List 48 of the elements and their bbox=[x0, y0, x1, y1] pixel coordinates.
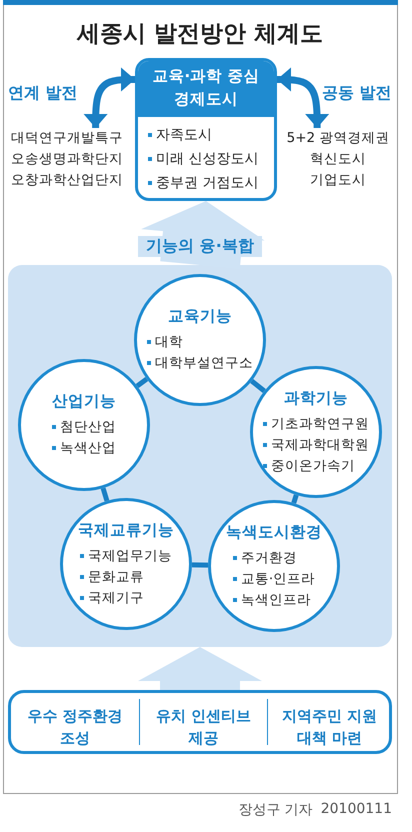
policy-box bbox=[8, 690, 392, 754]
edge-label: 공동 발전 bbox=[322, 83, 392, 104]
list-item: 교통·인프라 bbox=[232, 568, 316, 590]
card-heading: 교육·과학 중심 경제도시 bbox=[138, 61, 274, 117]
double-arrow bbox=[84, 67, 135, 128]
double-arrow bbox=[277, 67, 330, 128]
place-name: 5+2 광역경제권 bbox=[286, 129, 390, 148]
block-arrow bbox=[138, 647, 262, 690]
connector-line bbox=[136, 377, 148, 388]
list-item: 자족도시 bbox=[148, 123, 274, 147]
connector-line bbox=[192, 562, 208, 568]
list-item: 기초과학연구원 bbox=[263, 414, 369, 434]
function-panel bbox=[8, 265, 392, 647]
city-card bbox=[135, 58, 277, 201]
place-name: 혁신도시 bbox=[309, 150, 367, 169]
edge-label: 연계 발전 bbox=[8, 83, 78, 104]
list-item: 중이온가속기 bbox=[263, 456, 369, 476]
place-name: 오창과학산업단지 bbox=[10, 171, 124, 190]
circle-heading: 과학기능 bbox=[284, 388, 348, 408]
connector-line bbox=[291, 494, 299, 504]
list-item: 첨단산업 bbox=[52, 417, 116, 438]
list-item: 녹색산업 bbox=[52, 438, 116, 459]
place-name: 기업도시 bbox=[309, 171, 367, 190]
circle-heading: 녹색도시환경 bbox=[226, 522, 322, 542]
list-item: 대학부설연구소 bbox=[147, 353, 253, 374]
list-item: 녹색인프라 bbox=[232, 590, 316, 610]
title: 세종시 발전방안 체계도 bbox=[76, 20, 324, 49]
list-item: 대학 bbox=[147, 332, 253, 353]
credit-text: 20100111 bbox=[320, 801, 392, 819]
connector-line bbox=[250, 379, 266, 393]
list-item: 국제기구 bbox=[80, 588, 172, 608]
list-item: 주거환경 bbox=[232, 548, 316, 568]
policy-item: 지역주민 지원 대책 마련 bbox=[267, 699, 391, 745]
credit-text: 장성구 기자 bbox=[238, 801, 313, 819]
circle-heading: 산업기능 bbox=[52, 391, 116, 412]
policy-item: 유치 인센티브 제공 bbox=[139, 699, 267, 745]
list-item: 국제업무기능 bbox=[80, 546, 172, 566]
list-item: 미래 신성장도시 bbox=[148, 147, 274, 171]
list-item: 중부권 거점도시 bbox=[148, 171, 274, 195]
list-item: 문화교류 bbox=[80, 566, 172, 588]
edge-label: 기능의 융·복합 bbox=[138, 236, 262, 257]
place-name: 대덕연구개발특구 bbox=[10, 129, 124, 148]
circle-heading: 교육기능 bbox=[168, 306, 232, 327]
list-item: 국제과학대학원 bbox=[263, 434, 369, 456]
circle-heading: 국제교류기능 bbox=[78, 520, 174, 540]
place-name: 오송생명과학단지 bbox=[10, 150, 124, 169]
connector-line bbox=[100, 487, 110, 502]
policy-item: 우수 정주환경 조성 bbox=[11, 699, 139, 745]
